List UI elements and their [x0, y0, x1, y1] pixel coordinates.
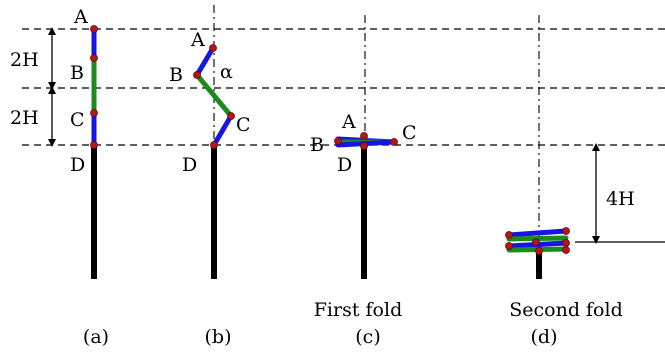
dimension-upper: 2H	[10, 27, 56, 90]
joint-b	[90, 54, 98, 62]
label-a: A	[190, 29, 205, 51]
panel-d-letter: (d)	[531, 326, 558, 348]
joint	[562, 239, 570, 247]
dimension-lower: 2H	[10, 86, 56, 147]
dimension-upper-label: 2H	[10, 49, 39, 71]
panel-c-mechanism: A B C D	[310, 111, 417, 279]
panel-c-letter: (c)	[355, 326, 380, 348]
label-b: B	[169, 64, 183, 86]
panel-a-letter: (a)	[83, 326, 109, 348]
label-c: C	[236, 114, 251, 136]
dimension-lower-label: 2H	[10, 107, 39, 129]
label-c: C	[402, 122, 417, 144]
link-bc	[194, 72, 234, 119]
link-top	[506, 228, 569, 238]
joint-d	[90, 141, 98, 149]
drop-label: 4H	[606, 188, 635, 210]
link-ab	[194, 45, 216, 78]
panel-c-title: First fold	[314, 299, 402, 321]
joint-a	[209, 44, 217, 52]
label-d: D	[337, 154, 352, 176]
joint	[562, 227, 570, 235]
joint-c	[390, 138, 398, 146]
joint-b	[334, 137, 342, 145]
label-a: A	[341, 111, 356, 133]
label-d: D	[182, 154, 197, 176]
joint	[532, 238, 540, 246]
panel-a-mechanism: A B C D	[70, 6, 98, 279]
link-cd	[211, 113, 234, 148]
drop-dimension: 4H	[575, 143, 665, 244]
joint-a	[360, 132, 368, 140]
label-c: C	[70, 109, 85, 131]
panel-d-title: Second fold	[509, 299, 623, 321]
panel-b-letter: (b)	[205, 326, 232, 348]
joint-d	[210, 141, 218, 149]
joint	[505, 231, 513, 239]
joint-a	[90, 25, 98, 33]
joint	[505, 242, 513, 250]
joint-b	[193, 71, 201, 79]
panel-d-mechanism	[505, 227, 570, 279]
joint	[535, 247, 543, 255]
label-d: D	[70, 154, 85, 176]
label-b: B	[70, 62, 84, 84]
angle-alpha: α	[220, 61, 233, 83]
label-b: B	[310, 134, 324, 156]
joint-c	[227, 112, 235, 120]
label-a: A	[73, 6, 88, 28]
joint-c	[90, 109, 98, 117]
joint-d	[360, 142, 368, 150]
joint	[562, 246, 570, 254]
panel-b-mechanism: A B α C D	[169, 29, 251, 279]
